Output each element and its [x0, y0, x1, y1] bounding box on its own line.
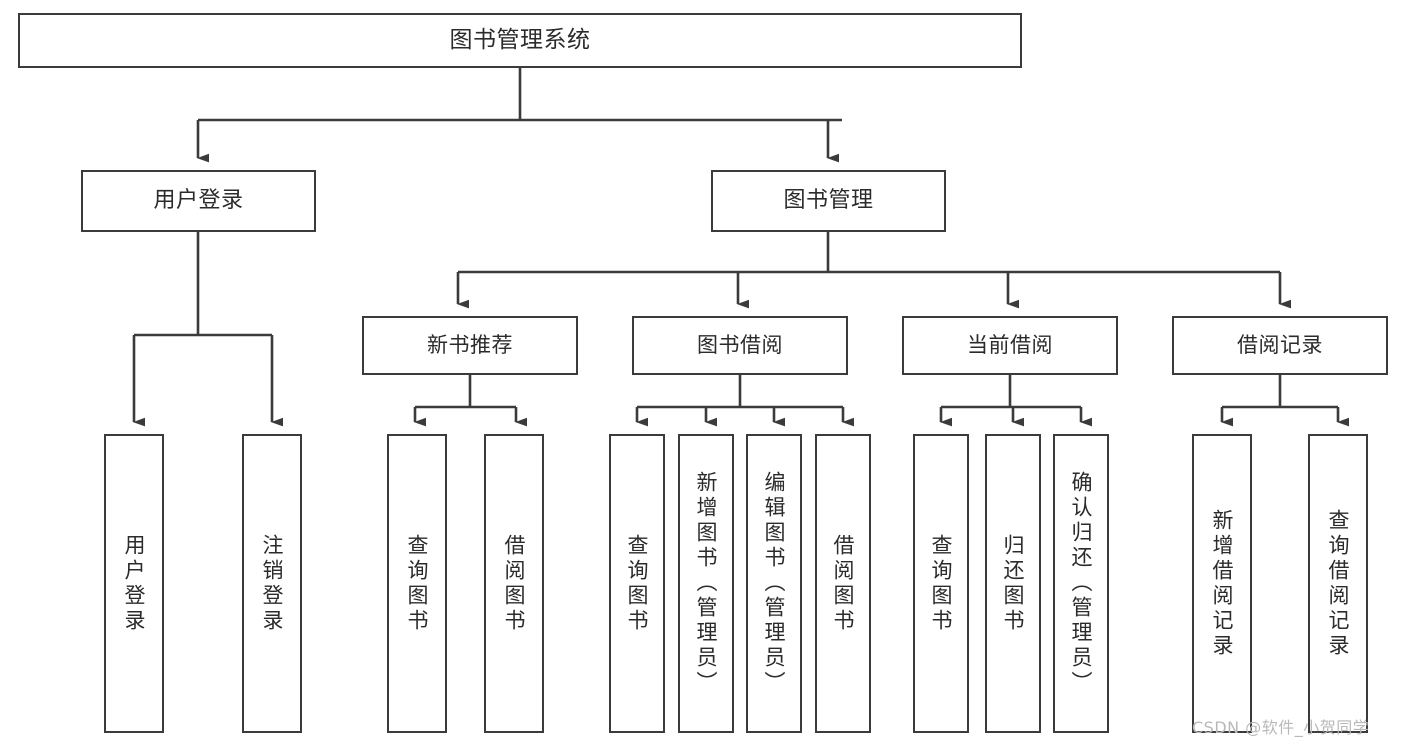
- leaf-borrow-book-bor-label: 借阅图书: [831, 533, 856, 634]
- leaf-confirm-return-admin-label: 确认归还（管理员）: [1069, 471, 1094, 696]
- leaf-add-borrow-record-label: 新增借阅记录: [1210, 508, 1235, 659]
- leaf-query-book-bor[interactable]: 查询图书: [609, 434, 665, 733]
- node-current-borrow[interactable]: 当前借阅: [902, 316, 1118, 375]
- leaf-add-book-admin-label: 新增图书（管理员）: [694, 471, 719, 696]
- leaf-query-book-cur[interactable]: 查询图书: [913, 434, 969, 733]
- leaf-borrow-book-bor[interactable]: 借阅图书: [815, 434, 871, 733]
- leaf-add-borrow-record[interactable]: 新增借阅记录: [1192, 434, 1252, 733]
- node-current-borrow-label: 当前借阅: [967, 333, 1053, 358]
- leaf-logout-login-label: 注销登录: [260, 533, 285, 634]
- leaf-user-login[interactable]: 用户登录: [104, 434, 164, 733]
- node-book-manage[interactable]: 图书管理: [711, 170, 946, 232]
- leaf-query-book-rec-label: 查询图书: [405, 533, 430, 634]
- node-book-borrow[interactable]: 图书借阅: [632, 316, 848, 375]
- node-user-login-label: 用户登录: [153, 188, 244, 214]
- leaf-edit-book-admin-label: 编辑图书（管理员）: [762, 471, 787, 696]
- node-user-login[interactable]: 用户登录: [81, 170, 316, 232]
- leaf-query-borrow-record[interactable]: 查询借阅记录: [1308, 434, 1368, 733]
- node-new-book-recommend[interactable]: 新书推荐: [362, 316, 578, 375]
- node-borrow-record[interactable]: 借阅记录: [1172, 316, 1388, 375]
- leaf-logout-login[interactable]: 注销登录: [242, 434, 302, 733]
- leaf-edit-book-admin[interactable]: 编辑图书（管理员）: [746, 434, 802, 733]
- node-borrow-record-label: 借阅记录: [1237, 333, 1323, 358]
- leaf-add-book-admin[interactable]: 新增图书（管理员）: [678, 434, 734, 733]
- node-root[interactable]: 图书管理系统: [18, 13, 1022, 68]
- node-root-label: 图书管理系统: [449, 26, 591, 53]
- leaf-borrow-book-rec-label: 借阅图书: [502, 533, 527, 634]
- leaf-confirm-return-admin[interactable]: 确认归还（管理员）: [1053, 434, 1109, 733]
- node-new-book-recommend-label: 新书推荐: [427, 333, 513, 358]
- leaf-return-book-label: 归还图书: [1001, 533, 1026, 634]
- leaf-user-login-label: 用户登录: [122, 533, 147, 634]
- leaf-query-book-cur-label: 查询图书: [929, 533, 954, 634]
- leaf-borrow-book-rec[interactable]: 借阅图书: [484, 434, 544, 733]
- leaf-return-book[interactable]: 归还图书: [985, 434, 1041, 733]
- leaf-query-book-bor-label: 查询图书: [625, 533, 650, 634]
- node-book-borrow-label: 图书借阅: [697, 333, 783, 358]
- node-book-manage-label: 图书管理: [783, 188, 874, 214]
- leaf-query-borrow-record-label: 查询借阅记录: [1326, 508, 1351, 659]
- watermark: CSDN @软件_小贺同学: [1192, 718, 1370, 737]
- leaf-query-book-rec[interactable]: 查询图书: [387, 434, 447, 733]
